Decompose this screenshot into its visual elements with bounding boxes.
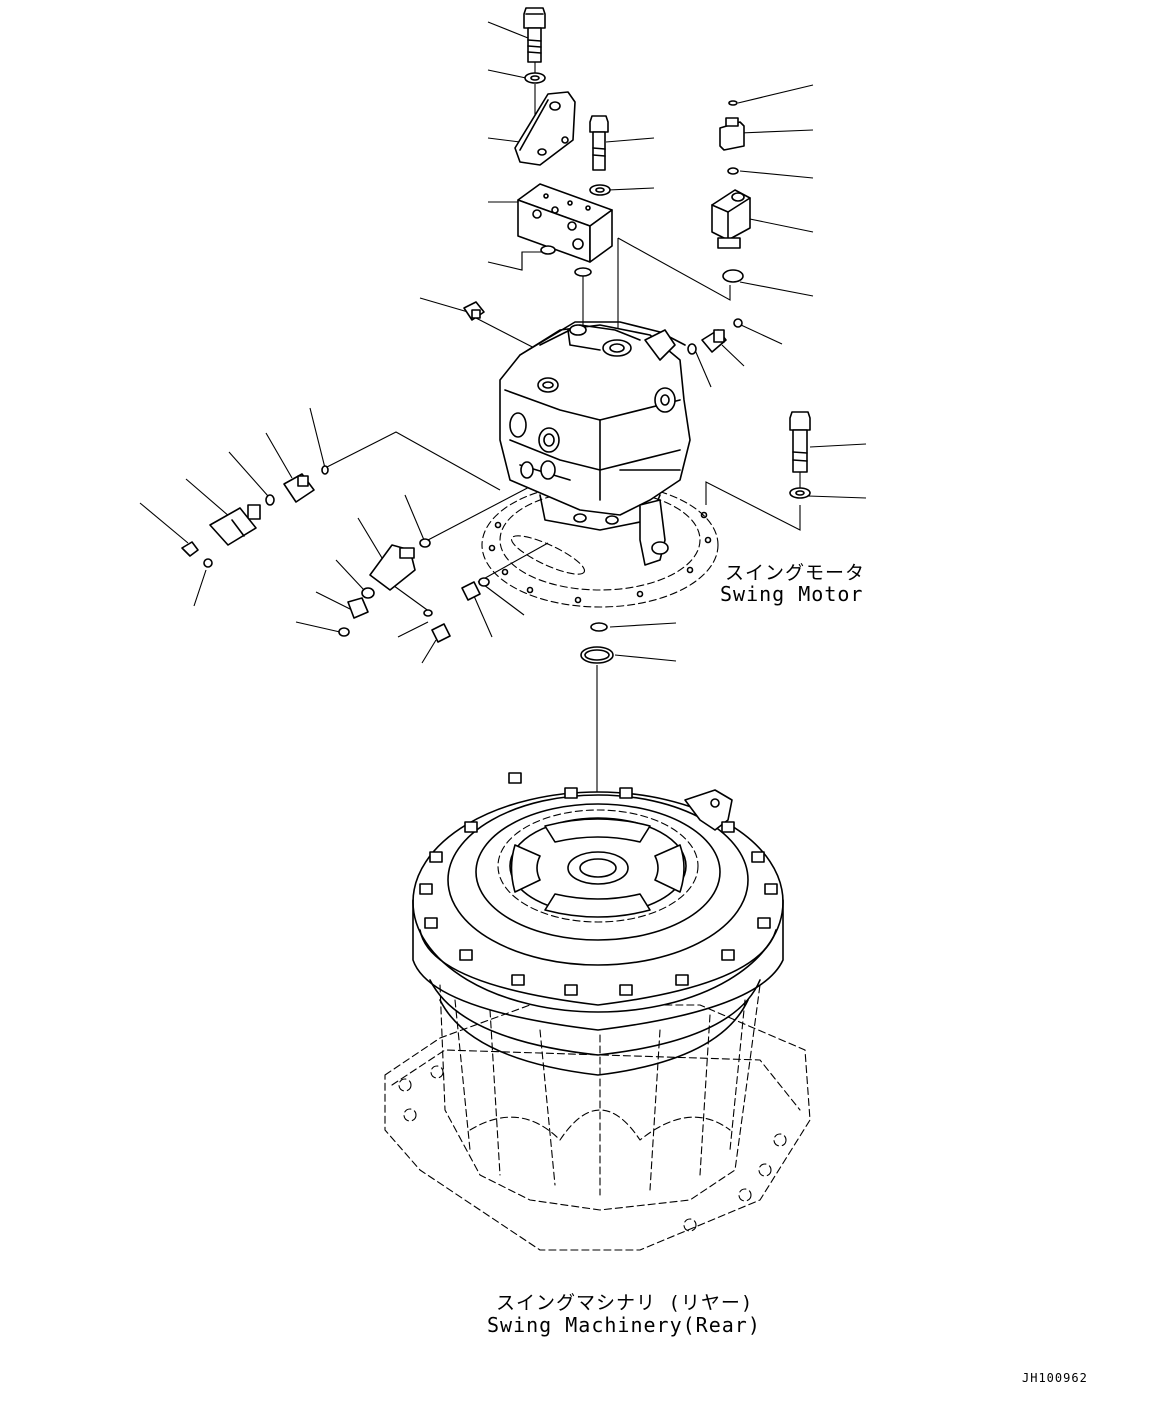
swing-machinery: [384, 772, 811, 1251]
relief-valve-group: [181, 465, 329, 568]
o-rings-below-motor: [580, 622, 614, 664]
middle-bolt: [589, 115, 609, 171]
drawing-code: JH100962: [1022, 1371, 1088, 1385]
elbow-fitting-group: [338, 538, 490, 643]
plug-upper-left: [463, 301, 485, 321]
swing-machinery-label-en: Swing Machinery(Rear): [487, 1313, 761, 1337]
top-bolt: [523, 7, 546, 63]
small-o-ring-left: [540, 245, 592, 277]
swing-motor: [481, 321, 719, 608]
right-bolt: [789, 411, 811, 473]
middle-washer: [589, 184, 611, 196]
manifold-block: [517, 183, 613, 263]
top-washer: [524, 72, 546, 84]
right-washer: [789, 487, 811, 499]
leader-lines: [139, 21, 867, 664]
swing-motor-label-en: Swing Motor: [720, 582, 864, 606]
right-fitting-stack: [711, 100, 751, 283]
bracket: [514, 91, 576, 166]
motor-side-fitting: [687, 318, 743, 355]
swing-machinery-label-jp: スイングマシナリ (リヤー): [496, 1292, 754, 1314]
swing-motor-label-jp: スイングモータ: [725, 562, 866, 584]
